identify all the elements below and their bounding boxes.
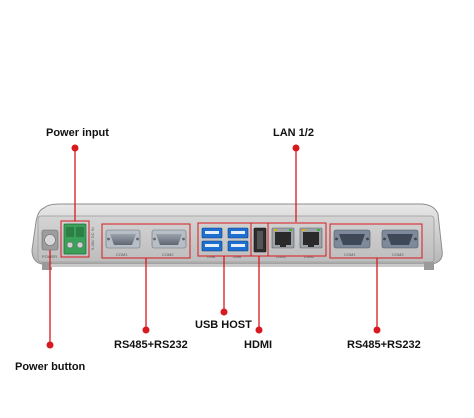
db9-connector-icon[interactable]: [151, 229, 187, 249]
label-usb-host: USB HOST: [195, 319, 252, 331]
dot-power-input: [71, 144, 79, 152]
dot-usb: [220, 308, 228, 316]
db9-connector-icon[interactable]: [381, 229, 419, 249]
highlight-lan: [267, 222, 327, 257]
power-button-icon[interactable]: [41, 229, 59, 251]
dot-rs-left: [142, 326, 150, 334]
com1-right-text: COM1: [344, 252, 356, 257]
terminal-block-icon[interactable]: [63, 223, 87, 255]
chassis-bottom-shadow: [50, 264, 424, 267]
dot-lan: [292, 144, 300, 152]
dc-in-text: 9-36V DC IN: [90, 227, 95, 250]
right-foot: [424, 262, 434, 270]
highlight-com-right: [329, 223, 423, 259]
com2-left-text: COM2: [162, 252, 174, 257]
label-power-button: Power button: [15, 361, 86, 373]
label-hdmi: HDMI: [244, 339, 273, 351]
label-power-input: Power input: [46, 127, 109, 139]
left-foot: [42, 262, 52, 270]
callout-lines: [49, 148, 378, 345]
usb-port-icon[interactable]: [201, 227, 223, 252]
rj45-port-icon[interactable]: [271, 227, 295, 249]
dot-hdmi: [255, 326, 263, 334]
usb-port-icon[interactable]: [227, 227, 249, 252]
dot-power-button: [46, 341, 54, 349]
rear-panel: [37, 215, 435, 263]
dot-rs-right: [373, 326, 381, 334]
com1-left-text: COM1: [116, 252, 128, 257]
callout-dots: [46, 144, 381, 349]
label-lan: LAN 1/2: [273, 127, 314, 139]
rj45-port-icon[interactable]: [299, 227, 323, 249]
com2-right-text: COM2: [392, 252, 404, 257]
hdmi-port-icon[interactable]: [253, 227, 267, 253]
label-rs-left: RS485+RS232: [114, 339, 188, 351]
db9-connector-icon[interactable]: [333, 229, 371, 249]
db9-connector-icon[interactable]: [105, 229, 141, 249]
label-rs-right: RS485+RS232: [347, 339, 421, 351]
